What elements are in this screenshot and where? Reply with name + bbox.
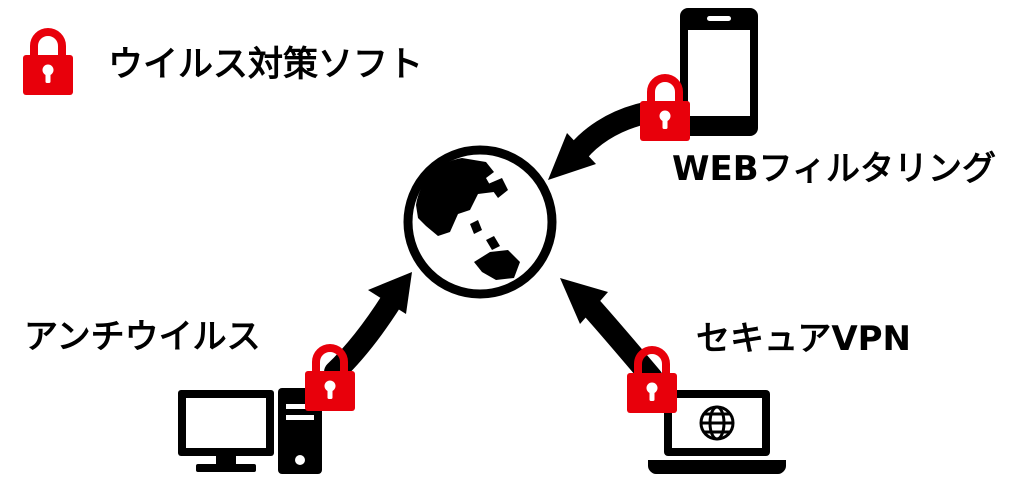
legend-padlock-icon xyxy=(23,32,73,95)
laptop-icon xyxy=(648,390,786,474)
arrow-from-smartphone xyxy=(548,101,661,180)
secure-vpn-label: セキュアVPN xyxy=(696,319,912,359)
web-filtering-label: WEBフィルタリング xyxy=(672,149,996,189)
smartphone-icon xyxy=(680,8,758,136)
desktop-computer-icon xyxy=(178,388,322,474)
web-globe-icon xyxy=(699,405,735,441)
antivirus-label: アンチウイルス xyxy=(24,317,261,357)
legend-label: ウイルス対策ソフト xyxy=(108,45,424,85)
arrow-from-laptop xyxy=(560,278,663,389)
globe-icon xyxy=(403,145,557,299)
